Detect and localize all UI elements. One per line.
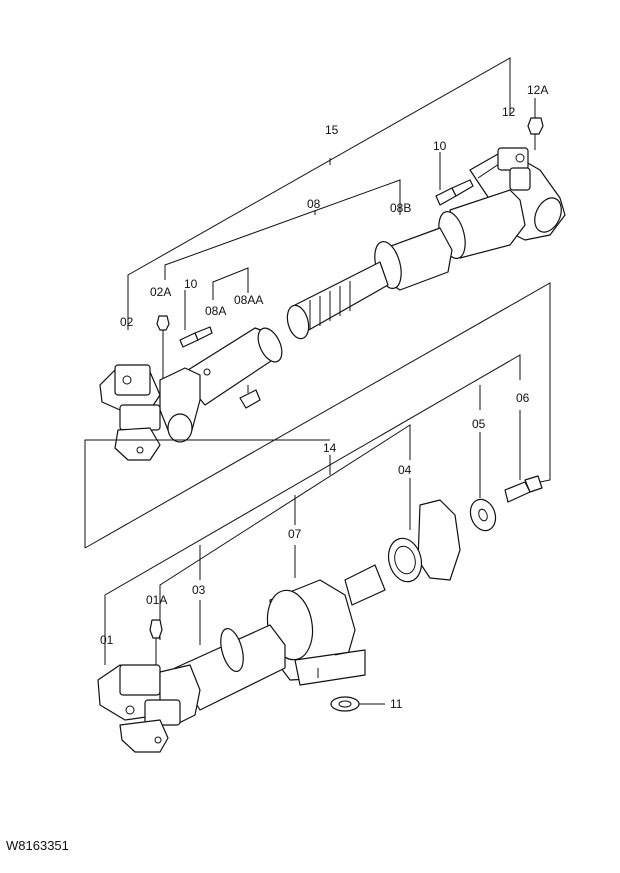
washer-05 (469, 498, 497, 532)
label-07: 07 (288, 527, 302, 541)
label-14: 14 (323, 441, 337, 455)
flange-04 (387, 499, 461, 583)
upper-right-yoke (469, 147, 566, 241)
drawing-code: W8163351 (6, 838, 69, 853)
upper-bracket-lines (127, 57, 511, 330)
label-10-right: 10 (433, 139, 447, 153)
label-08: 08 (307, 197, 321, 211)
grease-nipple-08aa (239, 385, 261, 409)
label-10-left: 10 (184, 277, 198, 291)
label-03: 03 (192, 583, 206, 597)
grease-nipple-01a (149, 619, 163, 670)
label-01: 01 (100, 633, 114, 647)
label-02a: 02A (150, 285, 171, 299)
tube-03 (174, 624, 286, 711)
bearing-07 (266, 564, 386, 686)
label-12: 12 (502, 105, 516, 119)
bolt-06 (504, 475, 543, 503)
washer-11 (330, 696, 385, 712)
lower-universal-joint (97, 664, 201, 753)
label-11: 11 (390, 697, 403, 711)
label-06: 06 (516, 391, 530, 405)
bolt-upper-right (435, 152, 474, 206)
lower-bracket-lines (84, 282, 551, 665)
label-01a: 01A (146, 593, 167, 607)
splined-shaft-08 (286, 261, 389, 340)
label-05: 05 (472, 417, 486, 431)
upper-left-universal-joint (99, 364, 201, 461)
label-02: 02 (120, 315, 134, 329)
label-08b: 08B (390, 201, 411, 215)
label-12a: 12A (527, 83, 548, 97)
grease-nipple-02a (156, 315, 170, 380)
grease-nipple-12a (527, 98, 544, 150)
label-04: 04 (398, 463, 412, 477)
label-15: 15 (325, 123, 339, 137)
bolt-upper-left (179, 290, 213, 348)
sleeve-08b (374, 189, 526, 291)
label-08a: 08A (205, 304, 226, 318)
tube-08a (179, 327, 283, 406)
label-08aa: 08AA (234, 293, 263, 307)
